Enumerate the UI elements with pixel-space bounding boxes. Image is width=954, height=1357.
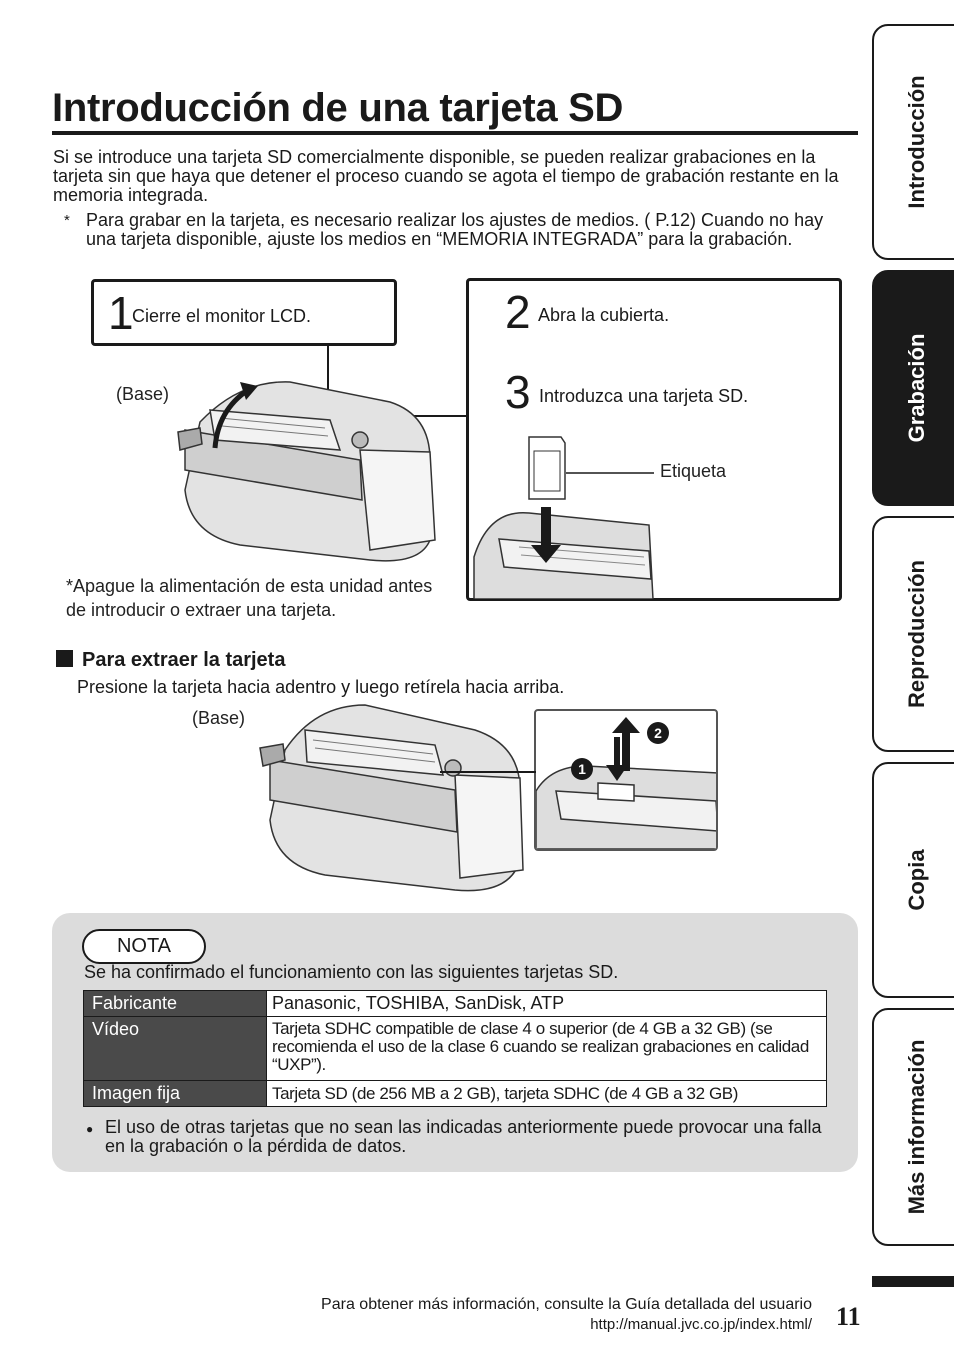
camera-illustration-remove <box>259 704 524 892</box>
step-marker-2: 2 <box>654 725 662 741</box>
camera-illustration-insert <box>177 346 468 562</box>
page-number: 11 <box>836 1302 861 1331</box>
table-row: Fabricante Panasonic, TOSHIBA, SanDisk, … <box>83 990 827 1017</box>
tab-label: Reproducción <box>904 560 929 708</box>
inset-connector-line <box>440 771 536 773</box>
remove-detail-inset: 1 2 <box>534 709 718 851</box>
nota-warning: El uso de otras tarjetas que no sean las… <box>105 1117 822 1156</box>
step-marker-1: 1 <box>578 761 586 777</box>
tab-grabacion[interactable]: Grabación <box>872 270 954 506</box>
tab-end-bar <box>872 1276 954 1287</box>
title-rule <box>52 131 858 135</box>
base-caption: (Base) <box>116 384 170 404</box>
page-title: Introducción de una tarjeta SD <box>52 86 624 130</box>
bullet-icon: ● <box>86 1122 94 1136</box>
nota-label: NOTA <box>82 929 206 964</box>
compatible-cards-table: Fabricante Panasonic, TOSHIBA, SanDisk, … <box>83 990 827 1107</box>
step2-number: 2 <box>505 286 531 338</box>
tab-label: Más información <box>904 1039 929 1215</box>
step1-box: 1 Cierre el monitor LCD. <box>91 279 397 346</box>
tab-mas-informacion[interactable]: Más información <box>872 1008 954 1246</box>
power-off-caution: *Apague la alimentación de esta unidad a… <box>66 576 433 620</box>
remove-card-desc: Presione la tarjeta hacia adentro y lueg… <box>77 677 565 697</box>
remove-card-heading: Para extraer la tarjeta <box>56 649 285 672</box>
tab-label: Copia <box>904 849 929 911</box>
step1-text: Cierre el monitor LCD. <box>132 306 312 326</box>
step3-number: 3 <box>505 366 531 418</box>
tab-label: Introducción <box>904 75 929 209</box>
row-value: Tarjeta SD (de 256 MB a 2 GB), tarjeta S… <box>266 1080 827 1107</box>
tab-introduccion[interactable]: Introducción <box>872 24 954 260</box>
footer-more-info: Para obtener más información, consulte l… <box>321 1296 812 1313</box>
square-bullet-icon <box>56 650 73 667</box>
row-value: Panasonic, TOSHIBA, SanDisk, ATP <box>266 990 827 1017</box>
tab-reproduccion[interactable]: Reproducción <box>872 516 954 752</box>
tab-copia[interactable]: Copia <box>872 762 954 998</box>
remove-card-heading-text: Para extraer la tarjeta <box>82 649 286 671</box>
footer-url[interactable]: http://manual.jvc.co.jp/index.html/ <box>590 1316 812 1333</box>
row-header: Imagen fija <box>83 1080 267 1107</box>
step2-text: Abra la cubierta. <box>538 305 670 325</box>
base-caption-2: (Base) <box>192 708 246 728</box>
media-settings-note: Para grabar en la tarjeta, es necesario … <box>86 210 824 249</box>
row-header: Fabricante <box>83 990 267 1017</box>
table-row: Imagen fija Tarjeta SD (de 256 MB a 2 GB… <box>83 1080 827 1107</box>
nota-intro: Se ha confirmado el funcionamiento con l… <box>84 962 619 982</box>
tab-label: Grabación <box>904 333 929 443</box>
intro-paragraph: Si se introduce una tarjeta SD comercial… <box>53 147 839 205</box>
table-row: Vídeo Tarjeta SDHC compatible de clase 4… <box>83 1016 827 1081</box>
label-tag-caption: Etiqueta <box>660 461 727 481</box>
step3-text: Introduzca una tarjeta SD. <box>539 386 749 406</box>
note-asterisk: * <box>64 212 70 229</box>
card-push-illustration: 1 2 <box>536 717 716 849</box>
row-value: Tarjeta SDHC compatible de clase 4 o sup… <box>266 1016 827 1081</box>
step1-number: 1 <box>108 287 134 339</box>
row-header: Vídeo <box>83 1016 267 1081</box>
step2-3-box: 2 Abra la cubierta. 3 Introduzca una tar… <box>466 278 842 601</box>
sd-card-insert-illustration <box>473 436 654 599</box>
